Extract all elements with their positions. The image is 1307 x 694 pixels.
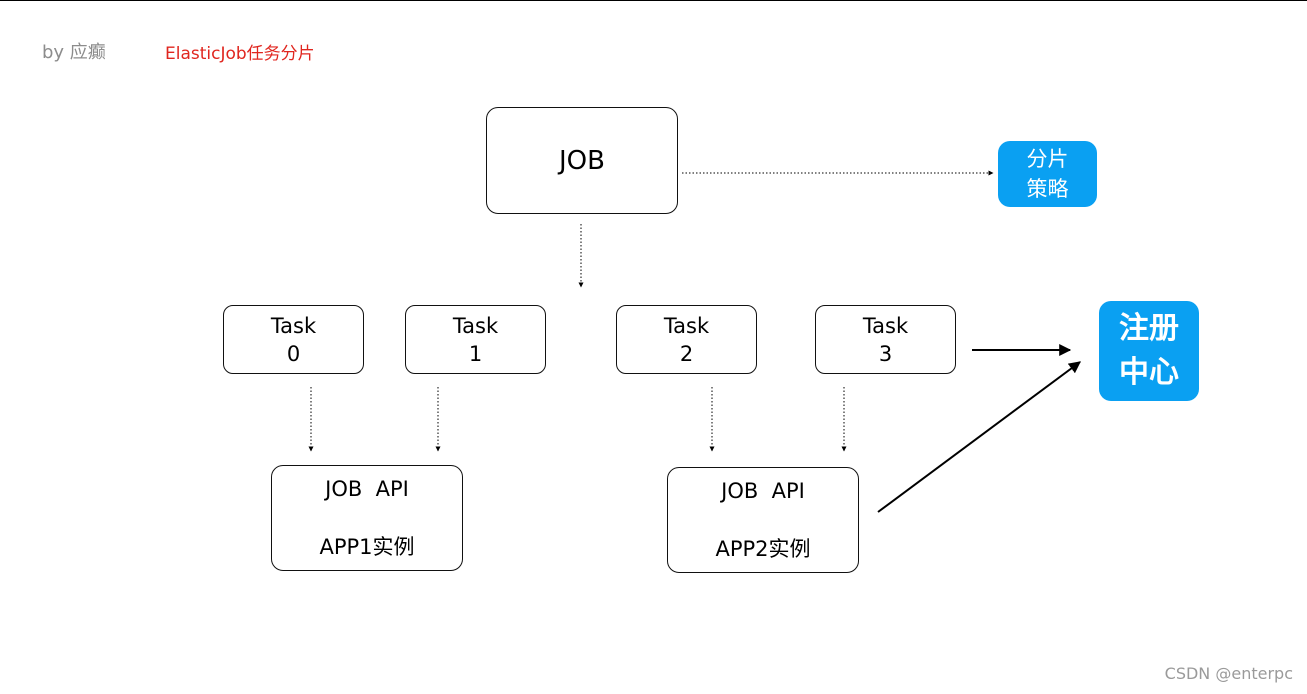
task-node-index: 1 <box>468 341 483 366</box>
task-node-0: Task 0 <box>223 305 364 374</box>
app1-instance-node: JOB API APP1实例 <box>271 465 463 571</box>
sharding-strategy-line1: 分片 <box>1026 147 1069 171</box>
task-node-1: Task 1 <box>405 305 546 374</box>
task-node-index: 3 <box>878 341 893 366</box>
app2-to-registry-arrow <box>877 361 1081 513</box>
instance-app-label: APP1实例 <box>319 535 415 559</box>
task-node-2: Task 2 <box>616 305 757 374</box>
app2-instance-node: JOB API APP2实例 <box>667 467 859 573</box>
task-node-label: Task <box>270 313 317 338</box>
job-node-label: JOB <box>559 145 605 176</box>
task-node-label: Task <box>862 313 909 338</box>
instance-api-label: JOB API <box>325 477 409 501</box>
registry-center-node: 注册 中心 <box>1099 301 1199 401</box>
instance-api-label: JOB API <box>721 479 805 503</box>
instance-app-label: APP2实例 <box>715 537 811 561</box>
registry-center-line2: 中心 <box>1119 355 1179 390</box>
registry-center-line1: 注册 <box>1119 311 1179 346</box>
job-node: JOB <box>486 107 678 214</box>
task-node-3: Task 3 <box>815 305 956 374</box>
top-border <box>0 0 1307 1</box>
sharding-strategy-node: 分片 策略 <box>998 141 1097 207</box>
task-node-index: 2 <box>679 341 694 366</box>
task-node-label: Task <box>663 313 710 338</box>
task-node-label: Task <box>452 313 499 338</box>
sharding-strategy-line2: 策略 <box>1026 177 1069 201</box>
task-node-index: 0 <box>286 341 301 366</box>
diagram-title: ElasticJob任务分片 <box>165 44 315 64</box>
csdn-watermark: CSDN @enterpc <box>1164 664 1293 683</box>
author-label: by 应癫 <box>42 42 106 63</box>
